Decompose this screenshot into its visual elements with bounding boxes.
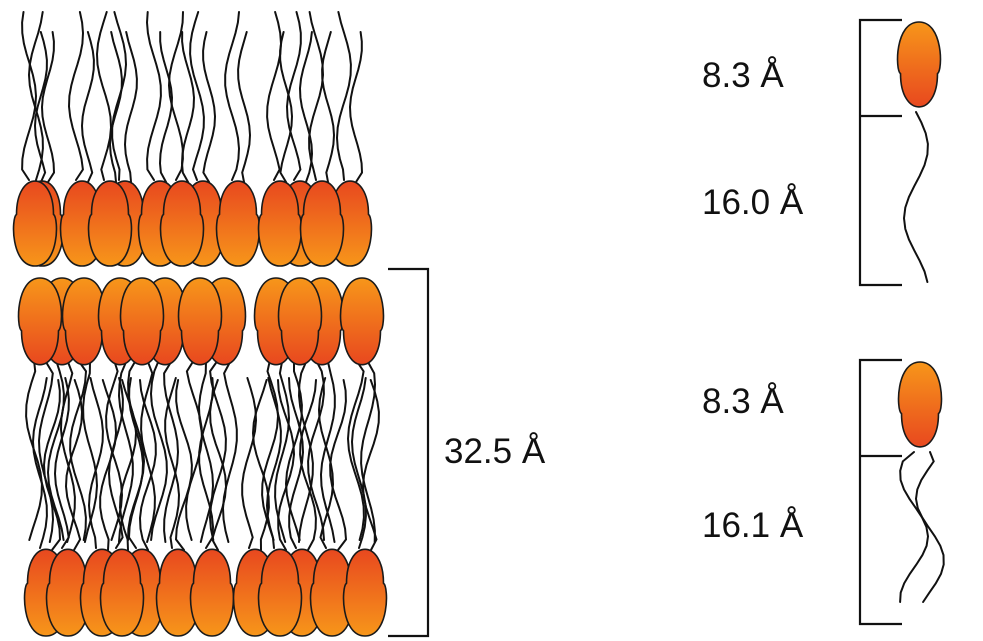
bilayer-thickness-label: 32.5 Å [444, 432, 546, 471]
bottom-lipid-head-label: 8.3 Å [702, 382, 784, 421]
tail-lower-leaflet-b [299, 379, 317, 551]
lipid-head-upper-leaflet [159, 180, 205, 267]
tail-upper-leaflet-b [158, 31, 174, 183]
tail-upper-leaflet-b [279, 31, 294, 183]
tail-upper-leaflet-a [145, 11, 162, 181]
tail-upper-leaflet-a [224, 11, 241, 181]
tail-lower-leaflet-a [87, 377, 104, 549]
lipid-head-upper-leaflet [215, 180, 261, 267]
tail-upper-leaflet-b [202, 31, 217, 183]
single-lipids [896, 21, 945, 603]
single-lipid-head-bottom [897, 361, 943, 448]
tail-upper-leaflet-b [40, 31, 56, 183]
tail-lower-leaflet-b [361, 379, 380, 551]
lipid-head-lower-leaflet [99, 548, 145, 637]
tail-upper-leaflet-b [80, 31, 95, 183]
tail-upper-leaflet-a [308, 11, 325, 181]
tail-lower-leaflet-a [31, 377, 48, 549]
top-lipid-bracket [858, 18, 902, 287]
lipid-head-middle-leaflet [277, 277, 323, 366]
bottom-lipid-bracket [858, 358, 902, 626]
tail-upper-leaflet-a [189, 11, 205, 181]
lipid-head-middle-leaflet [339, 277, 385, 366]
tail-middle-leaflet-b [140, 361, 156, 543]
lipid-heads [12, 180, 388, 637]
tail-lower-leaflet-b [118, 379, 138, 551]
tail-middle-leaflet-b [197, 361, 215, 543]
tail-upper-leaflet-b [123, 31, 138, 183]
tail-lower-leaflet-a [241, 377, 258, 549]
lipid-head-middle-leaflet [17, 277, 63, 366]
tail-lower-leaflet-b [174, 379, 193, 551]
single-lipid-tail-bottom-b [914, 451, 945, 603]
tail-upper-leaflet-b [237, 31, 252, 183]
tail-lower-leaflet-b [42, 379, 62, 551]
tail-lower-leaflet-a [107, 377, 124, 549]
single-lipid-head-top [896, 21, 942, 108]
tail-lower-leaflet-a [53, 377, 70, 549]
tail-middle-leaflet-b [82, 361, 99, 543]
lipid-head-middle-leaflet [177, 277, 223, 366]
tail-lower-leaflet-b [251, 379, 270, 551]
tail-upper-leaflet-a [21, 11, 38, 181]
tail-middle-leaflet-a [69, 359, 88, 541]
tail-middle-leaflet-b [163, 361, 180, 543]
tail-upper-leaflet-a [335, 11, 352, 181]
tail-upper-leaflet-a [95, 11, 113, 181]
lipid-head-upper-leaflet [257, 180, 303, 267]
lipid-head-middle-leaflet [119, 277, 165, 366]
tail-upper-leaflet-a [67, 11, 85, 181]
tail-lower-leaflet-a [350, 377, 367, 549]
lipid-head-lower-leaflet [257, 548, 303, 637]
tail-middle-leaflet-b [117, 361, 134, 543]
tail-upper-leaflet-a [111, 11, 128, 181]
tail-middle-leaflet-a [261, 359, 280, 541]
tail-upper-leaflet-b [298, 31, 314, 183]
tail-middle-leaflet-b [274, 361, 291, 543]
tail-lower-leaflet-a [164, 377, 181, 549]
top-lipid-tail-label: 16.0 Å [702, 183, 804, 222]
tail-upper-leaflet-a [266, 11, 283, 181]
bottom-lipid-tail-label: 16.1 Å [702, 506, 804, 545]
tail-upper-leaflet-a [27, 11, 44, 181]
tail-upper-leaflet-b [180, 31, 196, 183]
tail-middle-leaflet-b [221, 361, 238, 543]
bilayer-thickness-bracket [388, 267, 430, 638]
top-lipid-head-label: 8.3 Å [702, 56, 784, 95]
lipid-head-upper-leaflet [299, 180, 345, 267]
tail-lower-leaflet-b [64, 379, 84, 551]
single-lipid-tail-bottom-a [899, 451, 930, 603]
tail-middle-leaflet-a [46, 359, 65, 541]
tail-lower-leaflet-b [329, 379, 348, 551]
lipid-tails [21, 11, 380, 551]
tail-middle-leaflet-b [297, 361, 314, 543]
lipid-head-lower-leaflet [342, 548, 388, 637]
tail-lower-leaflet-a [265, 377, 282, 549]
tail-middle-leaflet-a [307, 359, 325, 541]
tail-lower-leaflet-b [209, 379, 228, 551]
tail-upper-leaflet-b [348, 31, 364, 183]
tail-upper-leaflet-b [33, 31, 48, 183]
tail-middle-leaflet-a [346, 359, 365, 541]
lipid-head-upper-leaflet [87, 180, 133, 267]
single-lipid-tail-top [902, 111, 929, 283]
tail-middle-leaflet-b [37, 361, 55, 543]
tail-middle-leaflet-a [149, 359, 168, 541]
lipid-head-lower-leaflet [189, 548, 235, 637]
tail-upper-leaflet-b [321, 31, 336, 183]
tail-lower-leaflet-b [138, 379, 157, 551]
tail-lower-leaflet-b [277, 379, 296, 551]
lipid-head-upper-leaflet [12, 180, 58, 267]
tail-upper-leaflet-b [108, 31, 123, 183]
